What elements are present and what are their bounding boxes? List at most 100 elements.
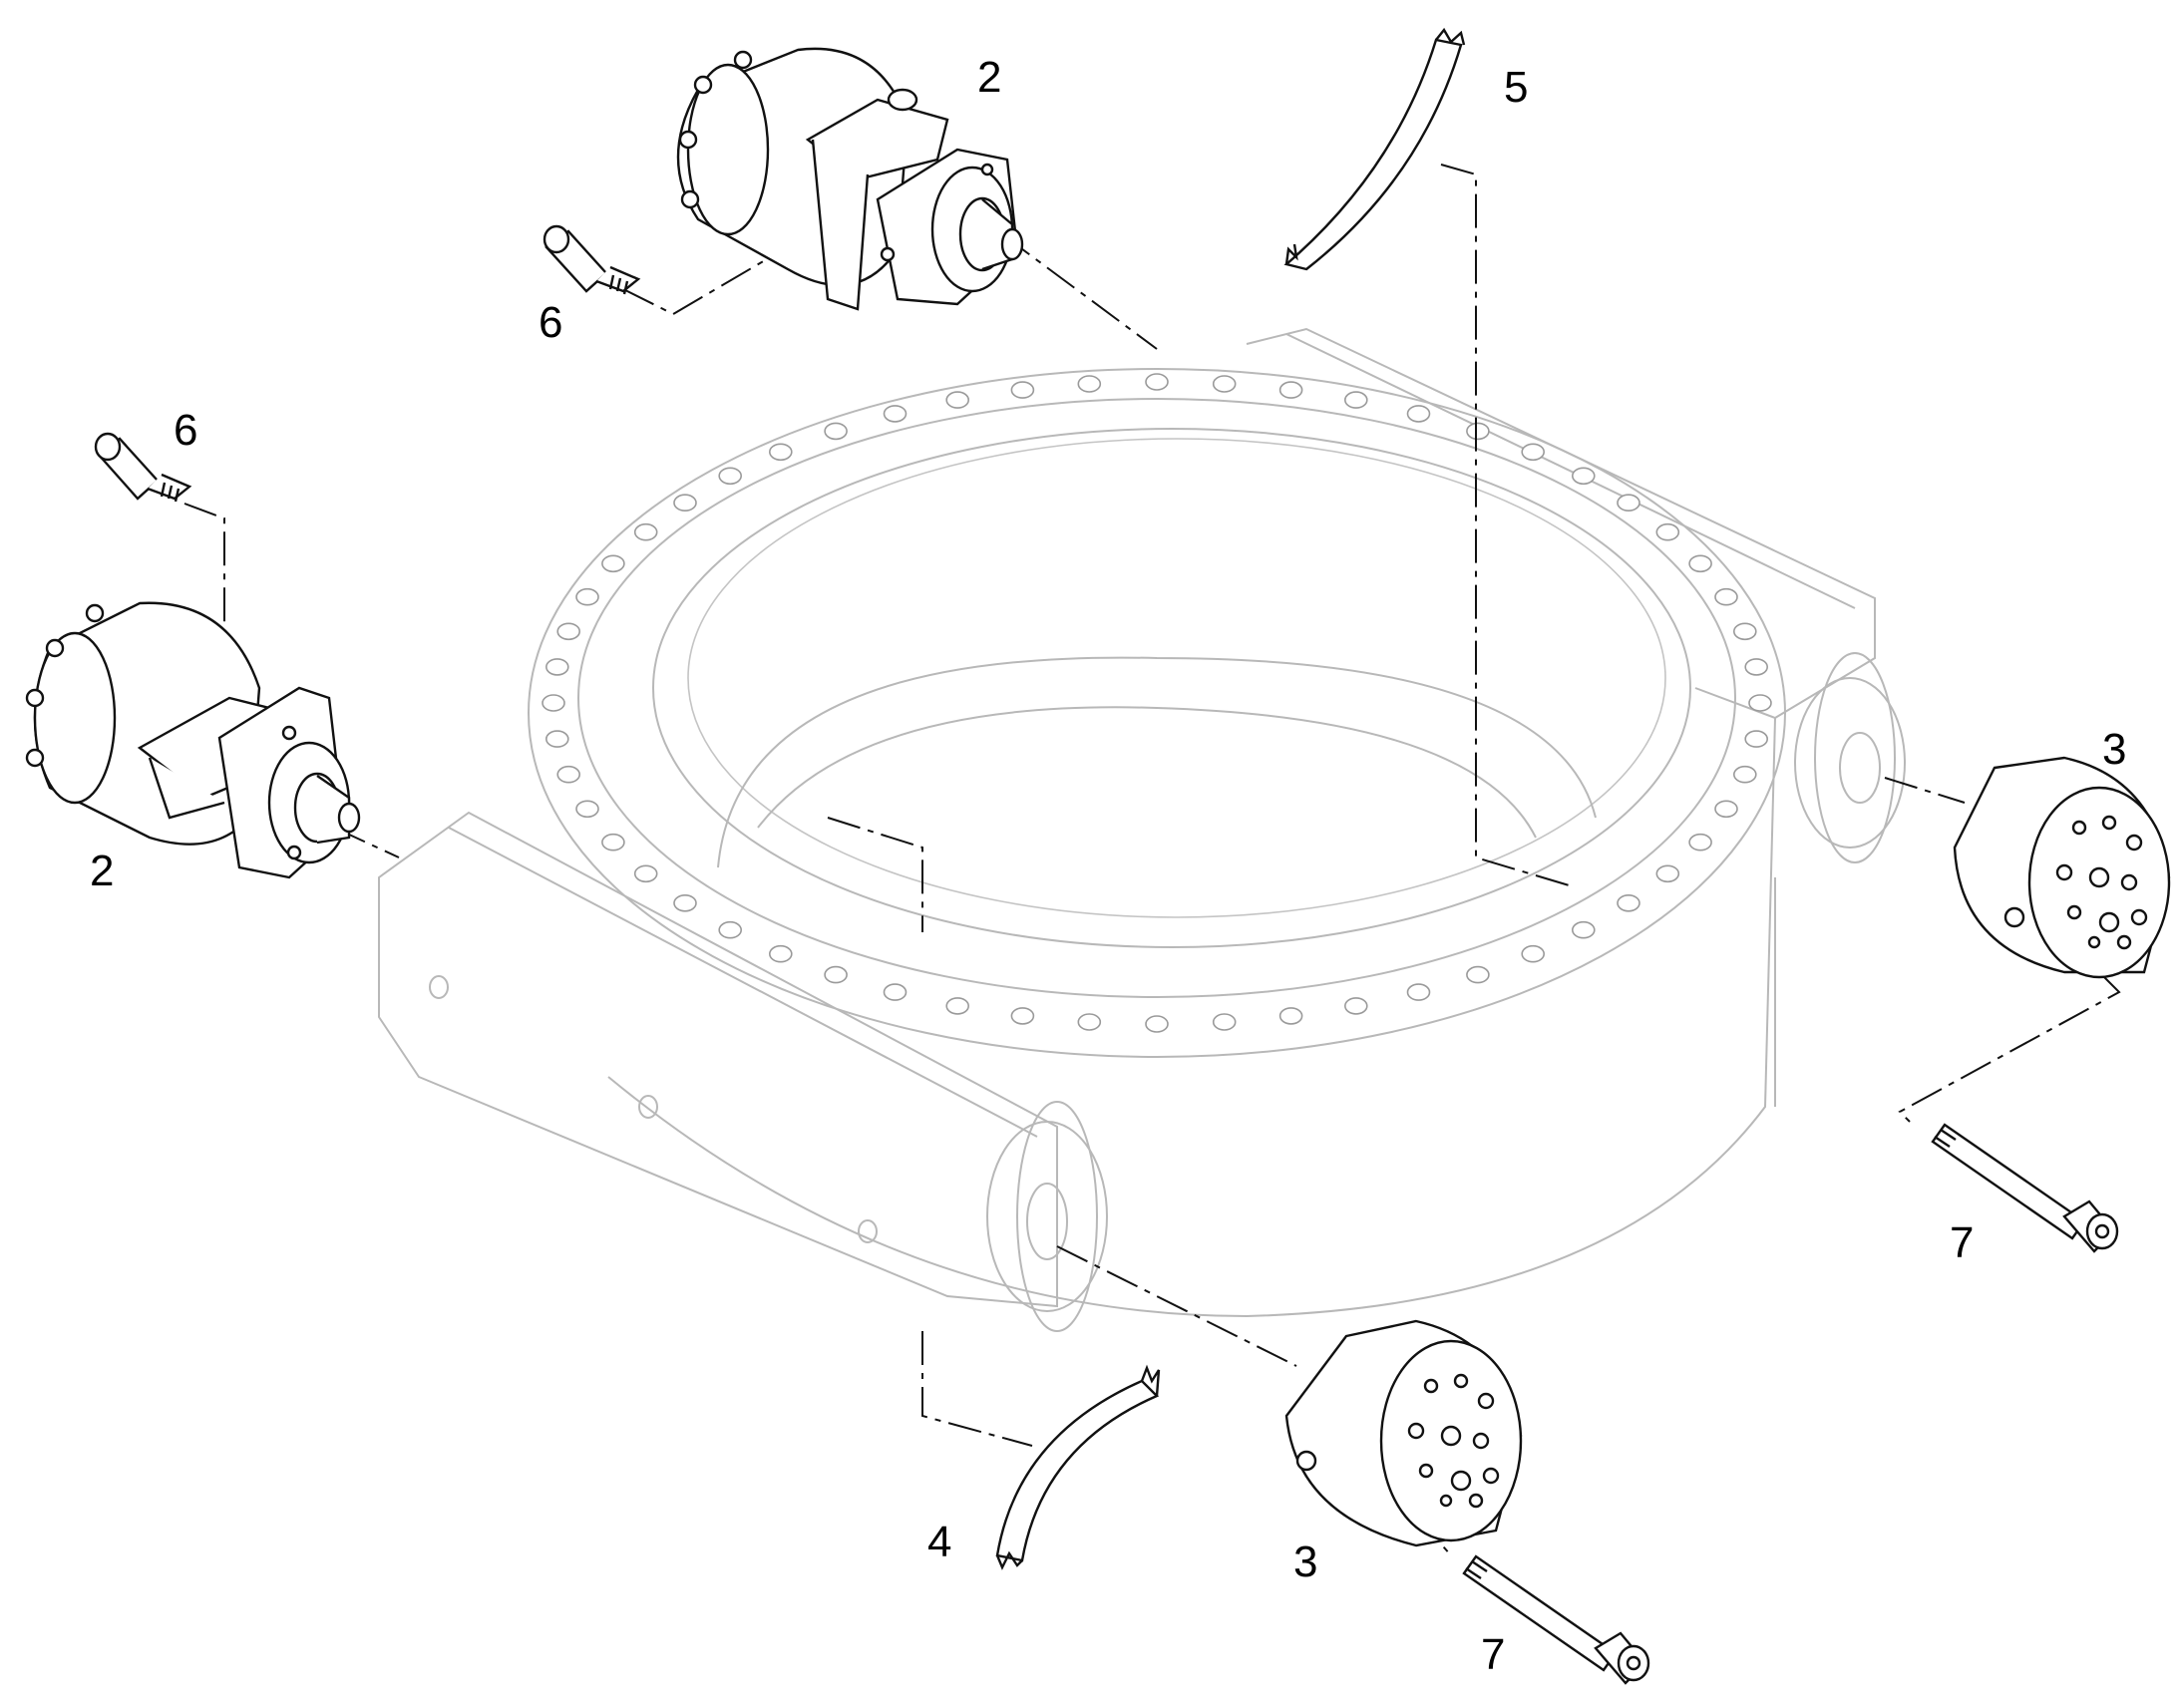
port-hole (1468, 1493, 1484, 1509)
flange-bolt-holes (542, 373, 1772, 1033)
flange-bolt-hole (1655, 522, 1680, 541)
callout-seal-top: 5 (1504, 63, 1529, 112)
flange-bolt-hole (1572, 920, 1596, 939)
port-hole (1477, 1392, 1495, 1410)
port-hole (2130, 908, 2148, 926)
flange-bolt-hole (1617, 494, 1640, 512)
flange-bolt-hole (1748, 694, 1772, 712)
callout-brake-bottom: 3 (1293, 1537, 1318, 1586)
callout-bolt-right: 7 (1950, 1218, 1975, 1267)
port-hole (2098, 911, 2120, 933)
flange-bolt-hole (1406, 405, 1431, 423)
flange-bolt-hole (1655, 864, 1680, 883)
flange-bolt-hole (1572, 467, 1596, 486)
flange-bolt-hole (945, 997, 970, 1015)
flange-bolt-hole (601, 833, 625, 852)
flange-bolt-hole (883, 405, 908, 423)
brake-unit-bottom (1284, 1319, 1523, 1547)
leader-lines (183, 164, 2121, 1556)
port-hole (2125, 834, 2143, 852)
callout-motor-top: 2 (977, 53, 1002, 102)
callout-seal-bottom: 4 (927, 1518, 952, 1566)
cap-screw-left (94, 432, 192, 503)
brake-unit-bottom-ports (1407, 1373, 1500, 1509)
port-hole (1482, 1467, 1500, 1485)
flange-bolt-hole (1714, 587, 1738, 606)
flange-bolt-hole (1733, 622, 1757, 641)
flange-bolt-hole (633, 864, 658, 883)
brake-unit-right-ports (2055, 815, 2148, 950)
flange-bolt-hole (1466, 965, 1490, 984)
flange-bolt-hole (1521, 944, 1545, 963)
seal-arc-bottom (995, 1364, 1161, 1570)
flange-bolt-hole (1010, 381, 1035, 399)
flange-bolt-hole (1744, 730, 1768, 748)
flange-bolt-hole (556, 765, 581, 784)
flange-bolt-hole (718, 920, 743, 939)
flange-bolt-hole (545, 658, 569, 676)
flange-bolt-hole (1714, 800, 1738, 819)
callout-screw-top: 6 (539, 298, 563, 347)
flange-bolt-hole (1406, 983, 1431, 1001)
callout-screw-left: 6 (174, 406, 198, 455)
port-hole (2055, 863, 2073, 881)
flange-bolt-hole (1010, 1007, 1035, 1025)
port-hole (2101, 815, 2117, 831)
cap-screw-top (543, 224, 641, 295)
flange-bolt-hole (673, 494, 697, 512)
flange-bolt-hole (768, 443, 793, 462)
slewing-ring-housing (378, 327, 1906, 1332)
flange-bolt-hole (718, 467, 743, 486)
flange-bolt-hole (1521, 443, 1545, 462)
callout-brake-right: 3 (2102, 725, 2127, 774)
flange-bolt-hole (1278, 1007, 1303, 1025)
port-hole (1450, 1470, 1472, 1492)
callout-bolt-bottom: 7 (1481, 1630, 1506, 1679)
port-hole (1439, 1494, 1453, 1508)
port-hole (1418, 1463, 1434, 1479)
flange-bolt-hole (1744, 658, 1768, 676)
port-hole (2066, 904, 2082, 920)
port-hole (1472, 1432, 1490, 1450)
port-hole (2116, 934, 2132, 950)
flange-bolt-hole (1733, 765, 1757, 784)
flange-bolt-hole (575, 587, 599, 606)
flange-bolt-hole (556, 622, 581, 641)
flange-bolt-hole (824, 422, 848, 441)
port-hole (2088, 866, 2110, 888)
flange-bolt-hole (575, 800, 599, 819)
flange-bolt-hole (1077, 1013, 1102, 1031)
flange-bolt-hole (601, 554, 625, 573)
flange-bolt-hole (1212, 1013, 1237, 1031)
flange-bolt-hole (633, 522, 658, 541)
flange-bolt-hole (1145, 373, 1169, 391)
port-hole (1407, 1422, 1425, 1440)
flange-bolt-hole (545, 730, 569, 748)
port-hole (2120, 873, 2138, 891)
port-hole (1453, 1373, 1469, 1389)
flange-bolt-hole (1145, 1015, 1169, 1033)
flange-bolt-hole (824, 965, 848, 984)
flange-bolt-hole (1077, 375, 1102, 393)
flange-bolt-hole (542, 694, 565, 712)
long-bolt-right (1931, 1123, 2119, 1253)
port-hole (2087, 935, 2101, 949)
flange-bolt-hole (945, 391, 970, 409)
flange-bolt-hole (768, 944, 793, 963)
hydraulic-motor-left (25, 601, 361, 879)
hydraulic-motor-top (676, 47, 1024, 311)
flange-bolt-hole (1344, 391, 1368, 409)
seal-arc-top (1283, 27, 1466, 271)
port-hole (1423, 1378, 1439, 1394)
flange-bolt-hole (1688, 833, 1712, 852)
flange-bolt-hole (1278, 381, 1303, 399)
port-hole (2071, 820, 2087, 836)
flange-bolt-hole (1212, 375, 1237, 393)
flange-bolt-hole (673, 893, 697, 912)
flange-bolt-hole (1688, 554, 1712, 573)
flange-bolt-hole (883, 983, 908, 1001)
callout-motor-left: 2 (90, 847, 115, 895)
flange-bolt-hole (1617, 893, 1640, 912)
port-hole (1440, 1425, 1462, 1447)
